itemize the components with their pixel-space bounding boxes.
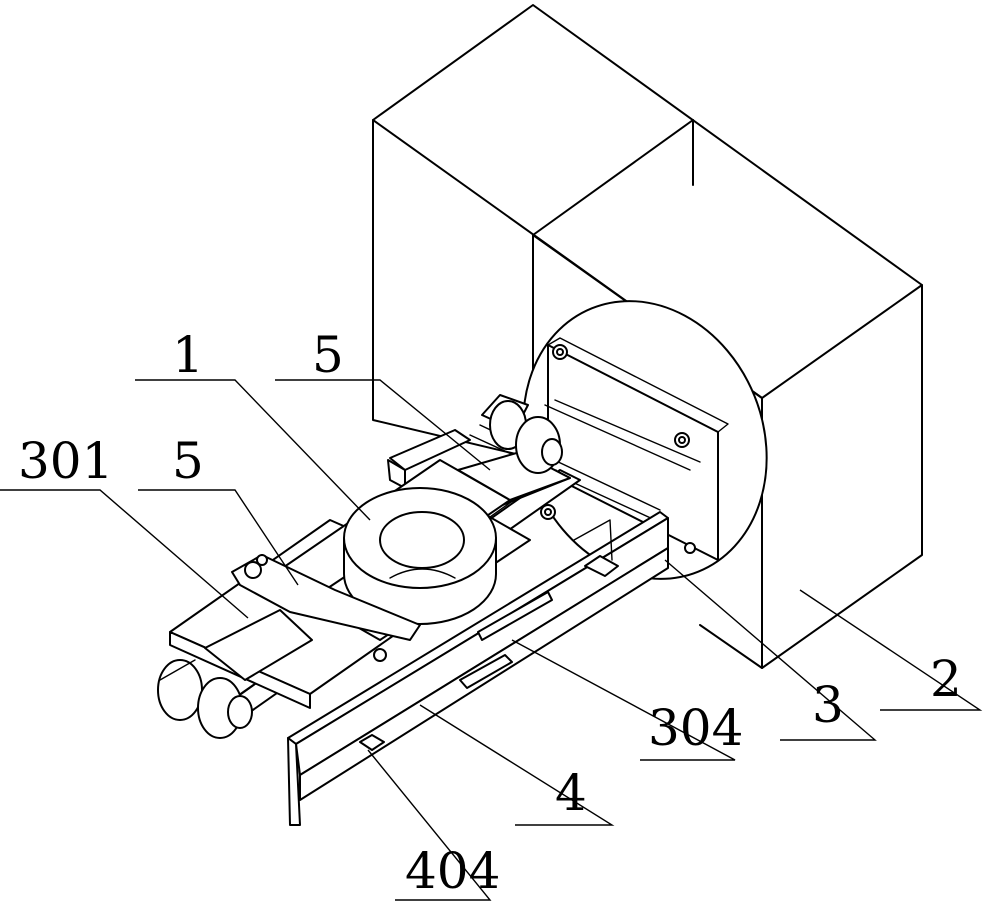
ring-component <box>343 487 497 625</box>
label-2: 2 <box>930 650 962 708</box>
label-4: 4 <box>555 764 587 822</box>
right-rollers <box>481 394 563 474</box>
label-301: 301 <box>18 432 113 490</box>
label-3: 3 <box>812 676 844 734</box>
reference-labels: 1 5 301 5 2 3 304 4 404 <box>18 326 962 900</box>
front-bar <box>287 511 669 826</box>
left-rollers <box>157 609 313 739</box>
label-404: 404 <box>405 842 500 900</box>
label-1: 1 <box>172 326 204 384</box>
label-304: 304 <box>648 699 743 757</box>
label-5-top: 5 <box>312 326 344 384</box>
label-5-left: 5 <box>172 432 204 490</box>
leader-lines <box>0 379 983 901</box>
round-flange <box>522 300 768 580</box>
flange-bolts <box>373 344 696 662</box>
